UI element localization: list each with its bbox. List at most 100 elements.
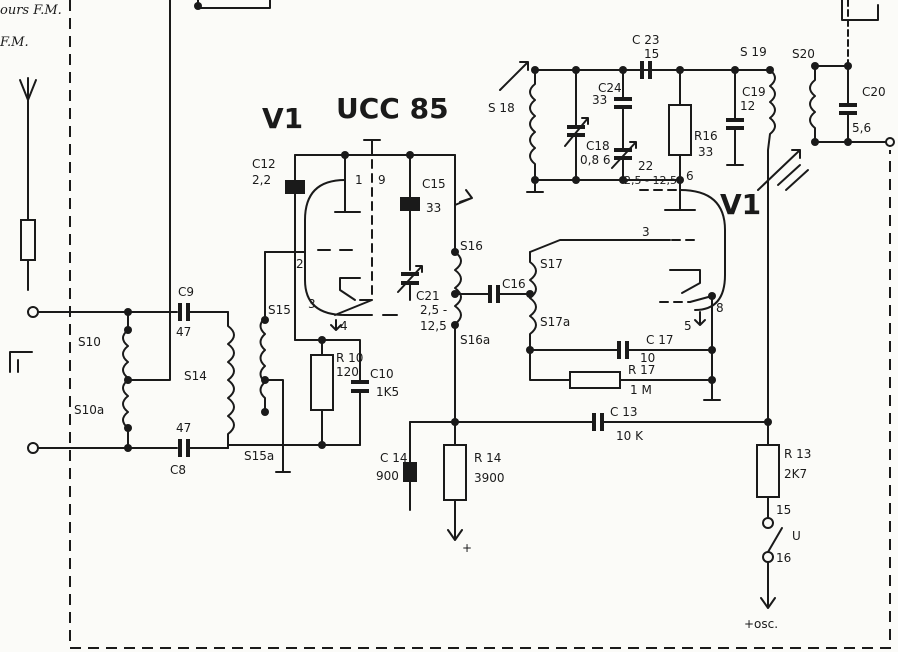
capacitor-c14 — [403, 421, 417, 511]
coil-s19 — [757, 66, 809, 423]
label-c18: C18 — [586, 139, 610, 153]
trimmer-c22 — [611, 141, 637, 184]
label-c14: C 14 — [380, 451, 407, 465]
tube-left-envelope — [304, 159, 398, 316]
corner-label-1: ours F.M. — [0, 3, 62, 18]
pin-6: 6 — [686, 169, 694, 183]
value-c21-1: 2,5 - — [420, 303, 447, 317]
label-s16a: S16a — [460, 333, 490, 347]
label-c13: C 13 — [610, 405, 637, 419]
value-c19: 12 — [740, 99, 755, 113]
pin-3-right: 3 — [642, 225, 650, 239]
label-s10a: S10a — [74, 403, 104, 417]
pin-4: 4 — [340, 319, 348, 333]
pin-3: 3 — [308, 297, 316, 311]
label-s14: S14 — [184, 369, 207, 383]
label-c22: 22 — [638, 159, 653, 173]
coil-s20 — [809, 62, 895, 147]
value-c13: 10 K — [616, 429, 644, 443]
coil-s16 — [451, 154, 462, 426]
capacitor-c15 — [400, 154, 420, 271]
label-c20: C20 — [862, 85, 886, 99]
value-r16: 33 — [698, 145, 713, 159]
label-c12: C12 — [252, 157, 276, 171]
label-c9: C9 — [178, 285, 194, 299]
label-s10: S10 — [78, 335, 101, 349]
input-terminals — [9, 306, 178, 454]
value-c12: 2,2 — [252, 173, 271, 187]
wire-b-plus — [409, 421, 456, 446]
label-s20: S20 — [792, 47, 815, 61]
resistor-r13 — [756, 444, 780, 498]
wire-top-loop — [197, 0, 271, 9]
label-sw16: 16 — [776, 551, 791, 565]
label-r14: R 14 — [474, 451, 501, 465]
resistor-r14 — [443, 444, 467, 501]
label-s17a: S17a — [540, 315, 570, 329]
label-c19: C19 — [742, 85, 766, 99]
value-c9: 47 — [176, 325, 191, 339]
label-s17: S17 — [540, 257, 563, 271]
label-s18: S 18 — [488, 101, 515, 115]
capacitor-c19 — [726, 69, 744, 166]
pin-2: 2 — [296, 257, 304, 271]
value-c14: 900 — [376, 469, 399, 483]
tube-label-ucc85: UCC 85 — [336, 92, 449, 125]
label-c15: C15 — [422, 177, 446, 191]
value-c21-2: 12,5 — [420, 319, 447, 333]
capacitor-c16 — [454, 285, 531, 303]
pin-1: 1 — [355, 173, 363, 187]
label-s15a: S15a — [244, 449, 274, 463]
label-sw15: 15 — [776, 503, 791, 517]
label-r17: R 17 — [628, 363, 655, 377]
tube-right-envelope — [639, 177, 726, 311]
capacitor-c12 — [285, 154, 305, 341]
capacitor-c10 — [351, 380, 369, 446]
value-c24: 33 — [592, 93, 607, 107]
capacitor-c9 — [178, 303, 229, 321]
value-c8: 47 — [176, 421, 191, 435]
switch-u — [760, 517, 783, 609]
label-c16: C16 — [502, 277, 526, 291]
resistor-r16 — [668, 104, 692, 156]
coil-s14 — [227, 311, 235, 449]
value-c23: 15 — [644, 47, 659, 61]
capacitor-c23 — [640, 61, 652, 79]
value-c17: 10 — [640, 351, 655, 365]
coil-s15 — [259, 251, 291, 473]
label-s19: S 19 — [740, 45, 767, 59]
resistor-r17 — [569, 371, 621, 389]
resistor-r10 — [310, 354, 334, 411]
pin-8: 8 — [716, 301, 724, 315]
antenna-symbol — [19, 77, 37, 291]
trimmer-c21 — [397, 265, 423, 301]
pin-5: 5 — [684, 319, 692, 333]
value-r13: 2K7 — [784, 467, 807, 481]
label-switch-u: U — [792, 529, 801, 543]
capacitor-c20 — [839, 65, 857, 143]
value-r14: 3900 — [474, 471, 505, 485]
value-c18: 0,8 6 — [580, 153, 611, 167]
label-c24: C24 — [598, 81, 622, 95]
label-r13: R 13 — [784, 447, 811, 461]
label-c23: C 23 — [632, 33, 659, 47]
capacitor-c8 — [178, 439, 229, 457]
tube-label-v1-left: V1 — [262, 102, 303, 135]
label-c8: C8 — [170, 463, 186, 477]
label-r16: R16 — [694, 129, 718, 143]
label-s15: S15 — [268, 303, 291, 317]
coil-s18 — [499, 61, 681, 193]
label-r10: R 10 — [336, 351, 363, 365]
label-c10: C10 — [370, 367, 394, 381]
corner-label-2: F.M. — [0, 35, 29, 50]
value-r17: 1 M — [630, 383, 652, 397]
label-osc: +osc. — [744, 617, 778, 631]
pin-9: 9 — [378, 173, 386, 187]
capacitor-c17 — [529, 341, 713, 359]
coil-s10 — [122, 308, 132, 452]
label-s16: S16 — [460, 239, 483, 253]
wire-s10-tap — [127, 0, 171, 381]
label-plus: + — [462, 541, 472, 555]
